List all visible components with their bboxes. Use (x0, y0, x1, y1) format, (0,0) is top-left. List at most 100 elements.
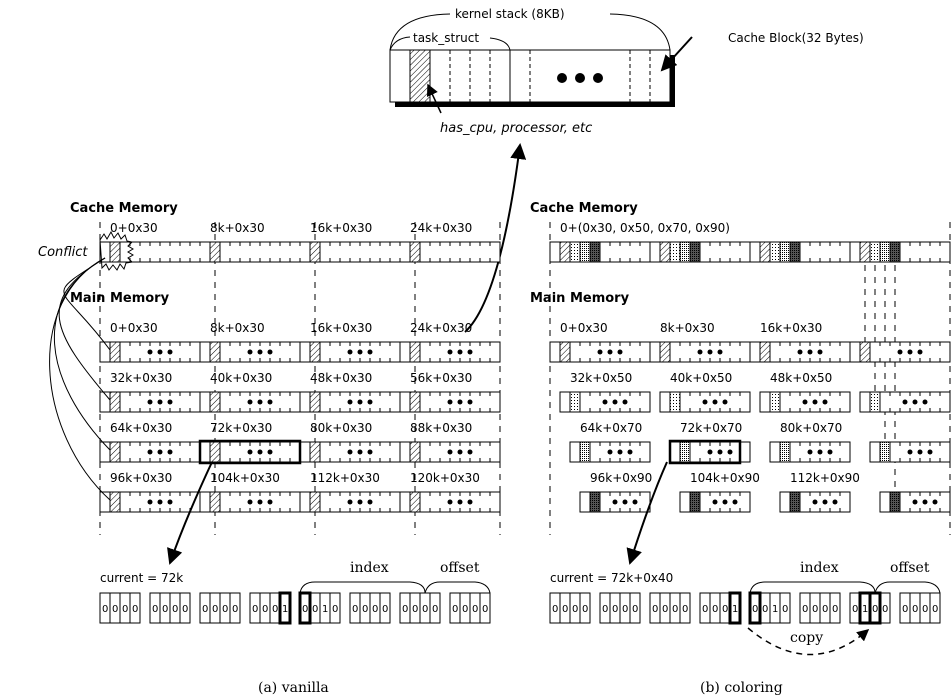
task-struct-cell (109, 491, 121, 513)
ellipsis-dot (247, 399, 253, 405)
task-struct-cell (309, 341, 321, 363)
ellipsis-dot (257, 349, 263, 355)
ellipsis-dot (447, 399, 453, 405)
ellipsis-dot (157, 349, 163, 355)
task-struct-cell (409, 341, 421, 363)
ellipsis-dot (457, 499, 463, 505)
colored-cache-line (569, 241, 581, 263)
page-address-label: 112k+0x90 (790, 471, 860, 485)
memory-page (399, 341, 501, 363)
page-address-label: 56k+0x30 (410, 371, 472, 385)
colored-cache-line (789, 241, 801, 263)
page-address-label: 120k+0x30 (410, 471, 480, 485)
colored-cache-line (679, 241, 691, 263)
task-struct-cell (769, 391, 781, 413)
task-struct-cell (569, 391, 581, 413)
memory-page (399, 441, 501, 463)
ellipsis-dot (167, 399, 173, 405)
task-struct-cell (579, 441, 591, 463)
cache-set-label: 0+0x30 (110, 221, 158, 235)
bit-value: 0 (472, 604, 478, 615)
memory-page (199, 491, 301, 513)
cache-block-label: Cache Block(32 Bytes) (728, 31, 864, 45)
ellipsis-dot (617, 449, 623, 455)
bit-value: 0 (932, 604, 938, 615)
memory-page (99, 391, 201, 413)
ellipsis-dot (812, 399, 818, 405)
ellipsis-dot (722, 499, 728, 505)
ellipsis-dot (827, 449, 833, 455)
bit-value: 0 (562, 604, 568, 615)
bit-value: 0 (612, 604, 618, 615)
ellipsis-dot (822, 499, 828, 505)
bit-value: 0 (782, 604, 788, 615)
task-struct-cell (559, 341, 571, 363)
page-address-label: 48k+0x30 (310, 371, 372, 385)
cache-line-task-struct (309, 241, 321, 263)
ellipsis-dot (907, 349, 913, 355)
ellipsis-dot (907, 449, 913, 455)
colored-cache-line (779, 241, 791, 263)
ellipsis-dot (367, 349, 373, 355)
bit-value: 1 (772, 604, 778, 615)
bit-value: 0 (632, 604, 638, 615)
ellipsis-dot (347, 499, 353, 505)
ellipsis-dot (932, 499, 938, 505)
bit-value: 0 (152, 604, 158, 615)
memory-page (759, 391, 851, 413)
ellipsis-dot (632, 499, 638, 505)
bit-value: 0 (212, 604, 218, 615)
task-struct-cell (209, 491, 221, 513)
task-struct-cell (789, 491, 801, 513)
ellipsis-dot (617, 349, 623, 355)
colored-cache-line (659, 241, 671, 263)
page-address-label: 32k+0x50 (570, 371, 632, 385)
ellipsis-dot (627, 449, 633, 455)
colored-cache-line (869, 241, 881, 263)
page-address-label: 16k+0x30 (760, 321, 822, 335)
bit-value: 0 (202, 604, 208, 615)
ellipsis-dot (697, 349, 703, 355)
offset-label: offset (890, 560, 930, 576)
page-address-label: 16k+0x30 (310, 321, 372, 335)
bit-value: 0 (602, 604, 608, 615)
page-address-label: 40k+0x30 (210, 371, 272, 385)
main-memory-title: Main Memory (530, 291, 630, 306)
bit-value: 0 (402, 604, 408, 615)
ellipsis-dot (597, 349, 603, 355)
bit-value: 0 (262, 604, 268, 615)
ellipsis-dot (367, 399, 373, 405)
ellipsis-dot (727, 449, 733, 455)
ellipsis-dot (347, 399, 353, 405)
bit-value: 0 (812, 604, 818, 615)
memory-page (99, 441, 201, 463)
cache-memory-title: Cache Memory (70, 201, 178, 216)
task-struct-cell (109, 341, 121, 363)
conflict-mapping-curve (49, 257, 111, 501)
kernel-stack-brace (389, 13, 451, 51)
current-page-highlight (668, 439, 742, 465)
bit-value: 0 (912, 604, 918, 615)
page-address-label: 0+0x30 (110, 321, 158, 335)
bit-value: 0 (112, 604, 118, 615)
task-struct-cell (679, 441, 691, 463)
page-address-label: 64k+0x30 (110, 421, 172, 435)
ellipsis-dot (267, 449, 273, 455)
page-address-label: 96k+0x90 (590, 471, 652, 485)
ellipsis-dot (147, 399, 153, 405)
ellipsis-dot (357, 399, 363, 405)
memory-page (569, 441, 651, 463)
current-address-label: current = 72k (100, 571, 183, 585)
page-address-label: 24k+0x30 (410, 321, 472, 335)
task-struct-cell (869, 391, 881, 413)
ellipsis-dot (457, 349, 463, 355)
ellipsis-dot (457, 399, 463, 405)
cache-set-label: 8k+0x30 (210, 221, 265, 235)
memory-page (579, 491, 651, 513)
memory-page (649, 341, 751, 363)
task-struct-cell (589, 491, 601, 513)
ellipsis-dot (607, 349, 613, 355)
fields-label: has_cpu, processor, etc (440, 121, 592, 136)
task-struct-cell (309, 491, 321, 513)
